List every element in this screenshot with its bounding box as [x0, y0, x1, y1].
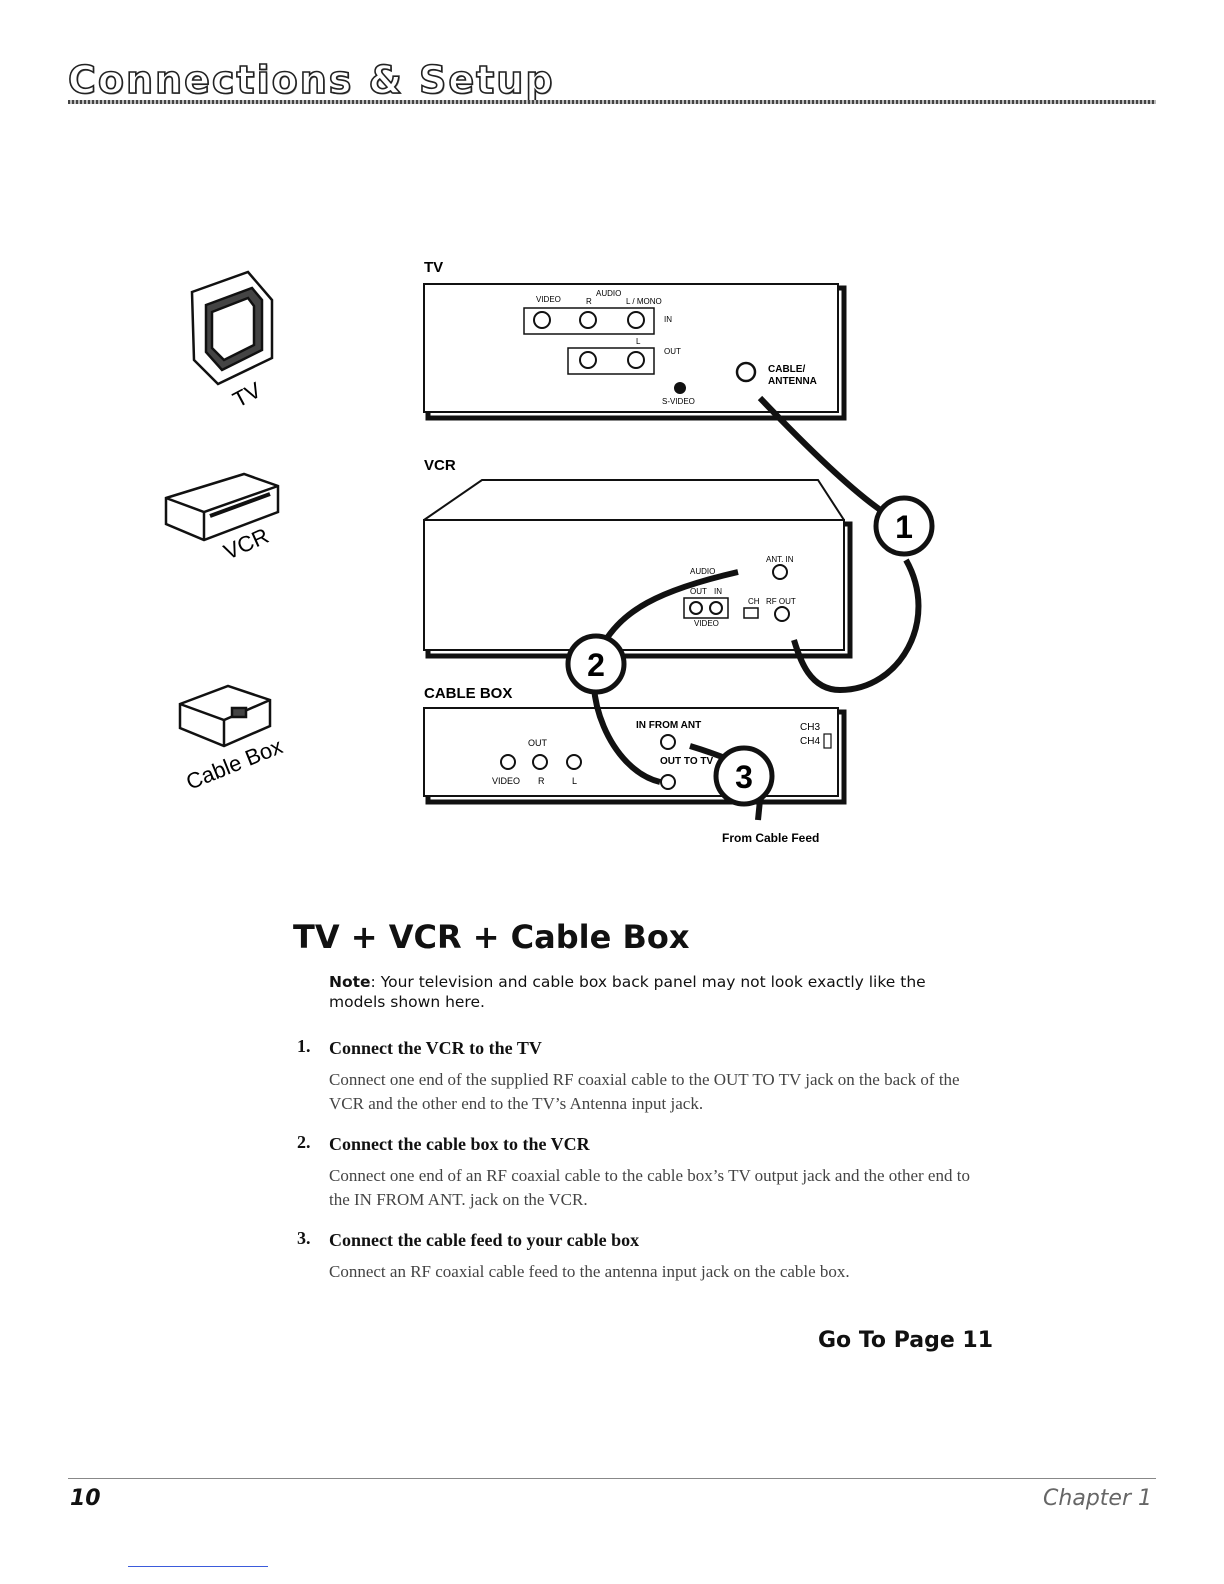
vcr-icon — [164, 472, 280, 542]
step-title: Connect the cable feed to your cable box — [329, 1230, 640, 1250]
go-to-page-link[interactable]: Go To Page 11 — [818, 1328, 994, 1353]
svg-text:IN FROM ANT: IN FROM ANT — [636, 720, 701, 731]
svg-text:L: L — [636, 337, 641, 346]
cable-box-icon — [178, 684, 272, 748]
svg-text:VIDEO: VIDEO — [694, 619, 719, 628]
list-item: 2. Connect the cable box to the VCR Conn… — [297, 1132, 997, 1212]
svg-text:OUT TO TV: OUT TO TV — [660, 756, 713, 767]
page-link-underline — [128, 1566, 268, 1567]
list-item: 3. Connect the cable feed to your cable … — [297, 1228, 997, 1284]
svg-text:AUDIO: AUDIO — [690, 567, 715, 576]
svg-text:S-VIDEO: S-VIDEO — [662, 397, 695, 406]
tv-s-video-jack — [674, 382, 686, 394]
svg-text:L: L — [572, 776, 577, 786]
svg-text:OUT: OUT — [664, 347, 681, 356]
svg-text:CH3: CH3 — [800, 722, 820, 733]
connection-diagram: TV VCR Cable Box TV VIDEO AUDIO R L / MO… — [164, 259, 935, 845]
vcr-back-panel — [423, 519, 845, 651]
tv-icon-label: TV — [229, 377, 266, 412]
svg-text:VIDEO: VIDEO — [492, 776, 520, 786]
svg-text:L / MONO: L / MONO — [626, 297, 662, 306]
tv-in-jack-group — [523, 307, 655, 335]
tv-antenna-jack — [735, 361, 757, 383]
vcr-panel-label: VCR — [424, 457, 456, 474]
cable-box-panel-label: CABLE BOX — [424, 685, 512, 702]
step-body: Connect one end of the supplied RF coaxi… — [329, 1070, 960, 1113]
svg-text:R: R — [586, 297, 592, 306]
tv-panel-label: TV — [424, 259, 443, 276]
cable-feed-label: From Cable Feed — [722, 831, 819, 845]
list-item: 1. Connect the VCR to the TV Connect one… — [297, 1036, 997, 1116]
step-body: Connect an RF coaxial cable feed to the … — [329, 1262, 850, 1281]
svg-text:1: 1 — [895, 509, 913, 545]
step-title: Connect the VCR to the TV — [329, 1038, 542, 1058]
step-list: 1. Connect the VCR to the TV Connect one… — [297, 1036, 997, 1300]
step-title: Connect the cable box to the VCR — [329, 1134, 590, 1154]
page-number: 10 — [70, 1486, 101, 1511]
tv-out-jack-group — [567, 347, 655, 375]
cable-out-to-tv-jack — [660, 774, 676, 790]
svg-text:IN: IN — [664, 315, 672, 324]
step-body: Connect one end of an RF coaxial cable t… — [329, 1166, 970, 1209]
svg-text:R: R — [538, 776, 545, 786]
svg-text:VIDEO: VIDEO — [536, 295, 561, 304]
section-title: TV + VCR + Cable Box — [293, 918, 690, 956]
svg-text:CH: CH — [748, 597, 760, 606]
callout-1: 1 — [873, 495, 935, 557]
page-header-title: Connections & Setup — [67, 57, 555, 103]
header-rule — [68, 100, 1156, 104]
svg-text:ANTENNA: ANTENNA — [768, 376, 817, 387]
svg-text:OUT: OUT — [690, 587, 707, 596]
svg-text:RF OUT: RF OUT — [766, 597, 796, 606]
svg-text:ANT. IN: ANT. IN — [766, 555, 794, 564]
svg-text:IN: IN — [714, 587, 722, 596]
svg-text:3: 3 — [735, 759, 753, 795]
tv-icon — [190, 270, 274, 386]
svg-text:CABLE/: CABLE/ — [768, 364, 805, 375]
svg-text:AUDIO: AUDIO — [596, 289, 621, 298]
cable-box-back-panel — [423, 707, 839, 797]
vcr-rf-out-jack — [774, 606, 790, 622]
svg-text:CH4: CH4 — [800, 736, 820, 747]
callout-2: 2 — [565, 633, 627, 695]
footer-rule — [68, 1478, 1156, 1479]
note: Note: Your television and cable box back… — [329, 973, 926, 1011]
callout-3: 3 — [713, 745, 775, 807]
svg-text:2: 2 — [587, 647, 605, 683]
vcr-ant-in-jack — [772, 564, 788, 580]
svg-text:OUT: OUT — [528, 738, 548, 748]
chapter-label: Chapter 1 — [1043, 1486, 1152, 1511]
cable-in-from-ant-jack — [660, 734, 676, 750]
